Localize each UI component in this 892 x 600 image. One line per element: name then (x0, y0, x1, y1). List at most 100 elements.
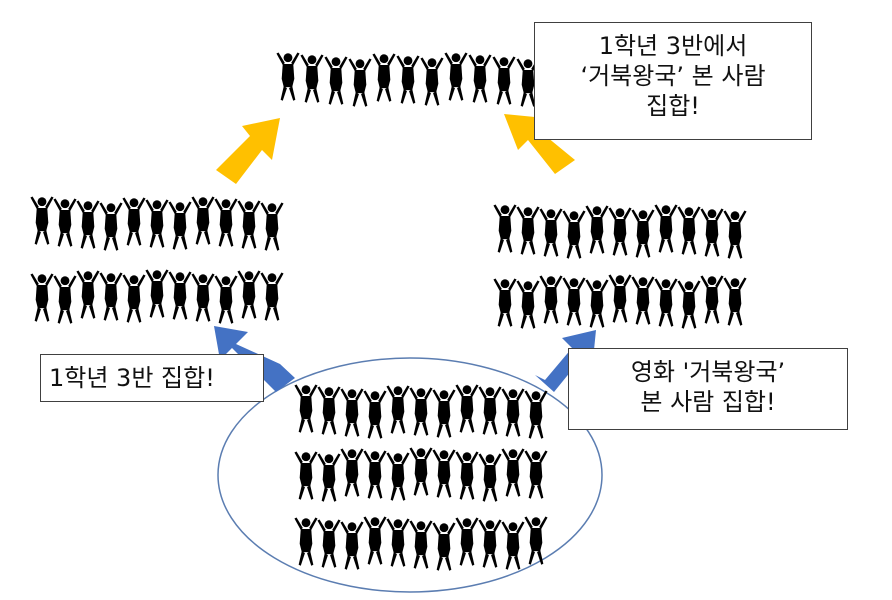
dancing-person-silhouette-icon (432, 389, 456, 438)
dancing-person-silhouette-icon (409, 520, 433, 569)
dancing-person-silhouette-icon (420, 57, 444, 106)
dancing-person-silhouette-icon (340, 448, 364, 497)
dancing-person-silhouette-icon (191, 273, 215, 322)
dancing-person-silhouette-icon (340, 521, 364, 570)
dancing-person-silhouette-icon (99, 202, 123, 251)
dancing-person-silhouette-icon (237, 200, 261, 249)
dancing-person-silhouette-icon (260, 272, 284, 321)
dancing-person-silhouette-icon (478, 386, 502, 435)
dancing-person-silhouette-icon (432, 449, 456, 498)
dancing-person-silhouette-icon (654, 278, 678, 327)
dancing-person-silhouette-icon (468, 54, 492, 103)
dancing-person-silhouette-icon (386, 452, 410, 501)
dancing-person-silhouette-icon (145, 269, 169, 318)
dancing-person-silhouette-icon (145, 199, 169, 248)
dancing-person-silhouette-icon (493, 278, 517, 327)
dancing-person-silhouette-icon (492, 56, 516, 105)
dancing-person-silhouette-icon (260, 202, 284, 251)
label-line: 본 사람 집합! (640, 388, 776, 416)
dancing-person-silhouette-icon (76, 200, 100, 249)
dancing-person-silhouette-icon (168, 271, 192, 320)
dancing-person-silhouette-icon (396, 55, 420, 104)
crowd-ellipse-group (294, 384, 548, 571)
label-line: 집합! (646, 92, 700, 120)
dancing-person-silhouette-icon (723, 277, 747, 326)
dancing-person-silhouette-icon (122, 274, 146, 323)
dancing-person-silhouette-icon (276, 52, 300, 101)
dancing-person-silhouette-icon (324, 56, 348, 105)
dancing-person-silhouette-icon (516, 206, 540, 255)
dancing-person-silhouette-icon (294, 384, 318, 433)
dancing-person-silhouette-icon (501, 448, 525, 497)
dancing-person-silhouette-icon (677, 206, 701, 255)
arrow-yellow-right (504, 114, 575, 174)
dancing-person-silhouette-icon (524, 390, 548, 439)
label-line: 1학년 3반에서 (598, 32, 748, 60)
dancing-person-silhouette-icon (214, 198, 238, 247)
crowd-ellipse (217, 357, 603, 593)
dancing-person-silhouette-icon (677, 280, 701, 329)
dancing-person-silhouette-icon (700, 275, 724, 324)
dancing-person-silhouette-icon (294, 517, 318, 566)
dancing-person-silhouette-icon (409, 447, 433, 496)
dancing-person-silhouette-icon (608, 207, 632, 256)
dancing-person-silhouette-icon (30, 196, 54, 245)
label-line: 1학년 3반 집합! (49, 364, 215, 392)
dancing-person-silhouette-icon (455, 517, 479, 566)
dancing-person-silhouette-icon (478, 453, 502, 502)
crowd-top-group (276, 52, 540, 107)
dancing-person-silhouette-icon (363, 450, 387, 499)
dancing-person-silhouette-icon (76, 270, 100, 319)
dancing-person-silhouette-icon (444, 52, 468, 101)
dancing-person-silhouette-icon (516, 280, 540, 329)
dancing-person-silhouette-icon (386, 385, 410, 434)
dancing-person-silhouette-icon (631, 276, 655, 325)
dancing-person-silhouette-icon (493, 204, 517, 253)
dancing-person-silhouette-icon (524, 516, 548, 565)
dancing-person-silhouette-icon (700, 208, 724, 257)
dancing-person-silhouette-icon (478, 519, 502, 568)
dancing-person-silhouette-icon (168, 201, 192, 250)
dancing-person-silhouette-icon (723, 210, 747, 259)
dancing-person-silhouette-icon (317, 386, 341, 435)
dancing-person-silhouette-icon (294, 451, 318, 500)
dancing-person-silhouette-icon (317, 519, 341, 568)
dancing-person-silhouette-icon (363, 390, 387, 439)
dancing-person-silhouette-icon (562, 277, 586, 326)
dancing-person-silhouette-icon (654, 204, 678, 253)
arrow-blue-right (535, 330, 596, 392)
dancing-person-silhouette-icon (501, 521, 525, 570)
crowd-left-group (30, 196, 284, 324)
dancing-person-silhouette-icon (562, 210, 586, 259)
label-left: 1학년 3반 집합! (40, 354, 264, 402)
crowd-right-group (493, 204, 747, 329)
dancing-person-silhouette-icon (214, 275, 238, 324)
label-top-right: 1학년 3반에서 ‘거북왕국’ 본 사람 집합! (534, 22, 812, 140)
dancing-person-silhouette-icon (432, 522, 456, 571)
dancing-person-silhouette-icon (501, 388, 525, 437)
dancing-person-silhouette-icon (455, 451, 479, 500)
dancing-person-silhouette-icon (372, 53, 396, 102)
dancing-person-silhouette-icon (122, 197, 146, 246)
arrow-yellow-left (216, 118, 280, 184)
label-line: 영화 '거북왕국’ (630, 358, 786, 386)
dancing-person-silhouette-icon (53, 198, 77, 247)
dancing-person-silhouette-icon (99, 272, 123, 321)
dancing-person-silhouette-icon (455, 384, 479, 433)
dancing-person-silhouette-icon (191, 196, 215, 245)
dancing-person-silhouette-icon (631, 209, 655, 258)
dancing-person-silhouette-icon (348, 58, 372, 107)
dancing-person-silhouette-icon (237, 270, 261, 319)
dancing-person-silhouette-icon (53, 275, 77, 324)
dancing-person-silhouette-icon (539, 208, 563, 257)
dancing-person-silhouette-icon (409, 387, 433, 436)
dancing-person-silhouette-icon (585, 205, 609, 254)
dancing-person-silhouette-icon (300, 54, 324, 103)
dancing-person-silhouette-icon (585, 279, 609, 328)
dancing-person-silhouette-icon (317, 453, 341, 502)
dancing-person-silhouette-icon (386, 518, 410, 567)
dancing-person-silhouette-icon (363, 516, 387, 565)
dancing-person-silhouette-icon (524, 450, 548, 499)
label-right: 영화 '거북왕국’ 본 사람 집합! (568, 348, 848, 430)
